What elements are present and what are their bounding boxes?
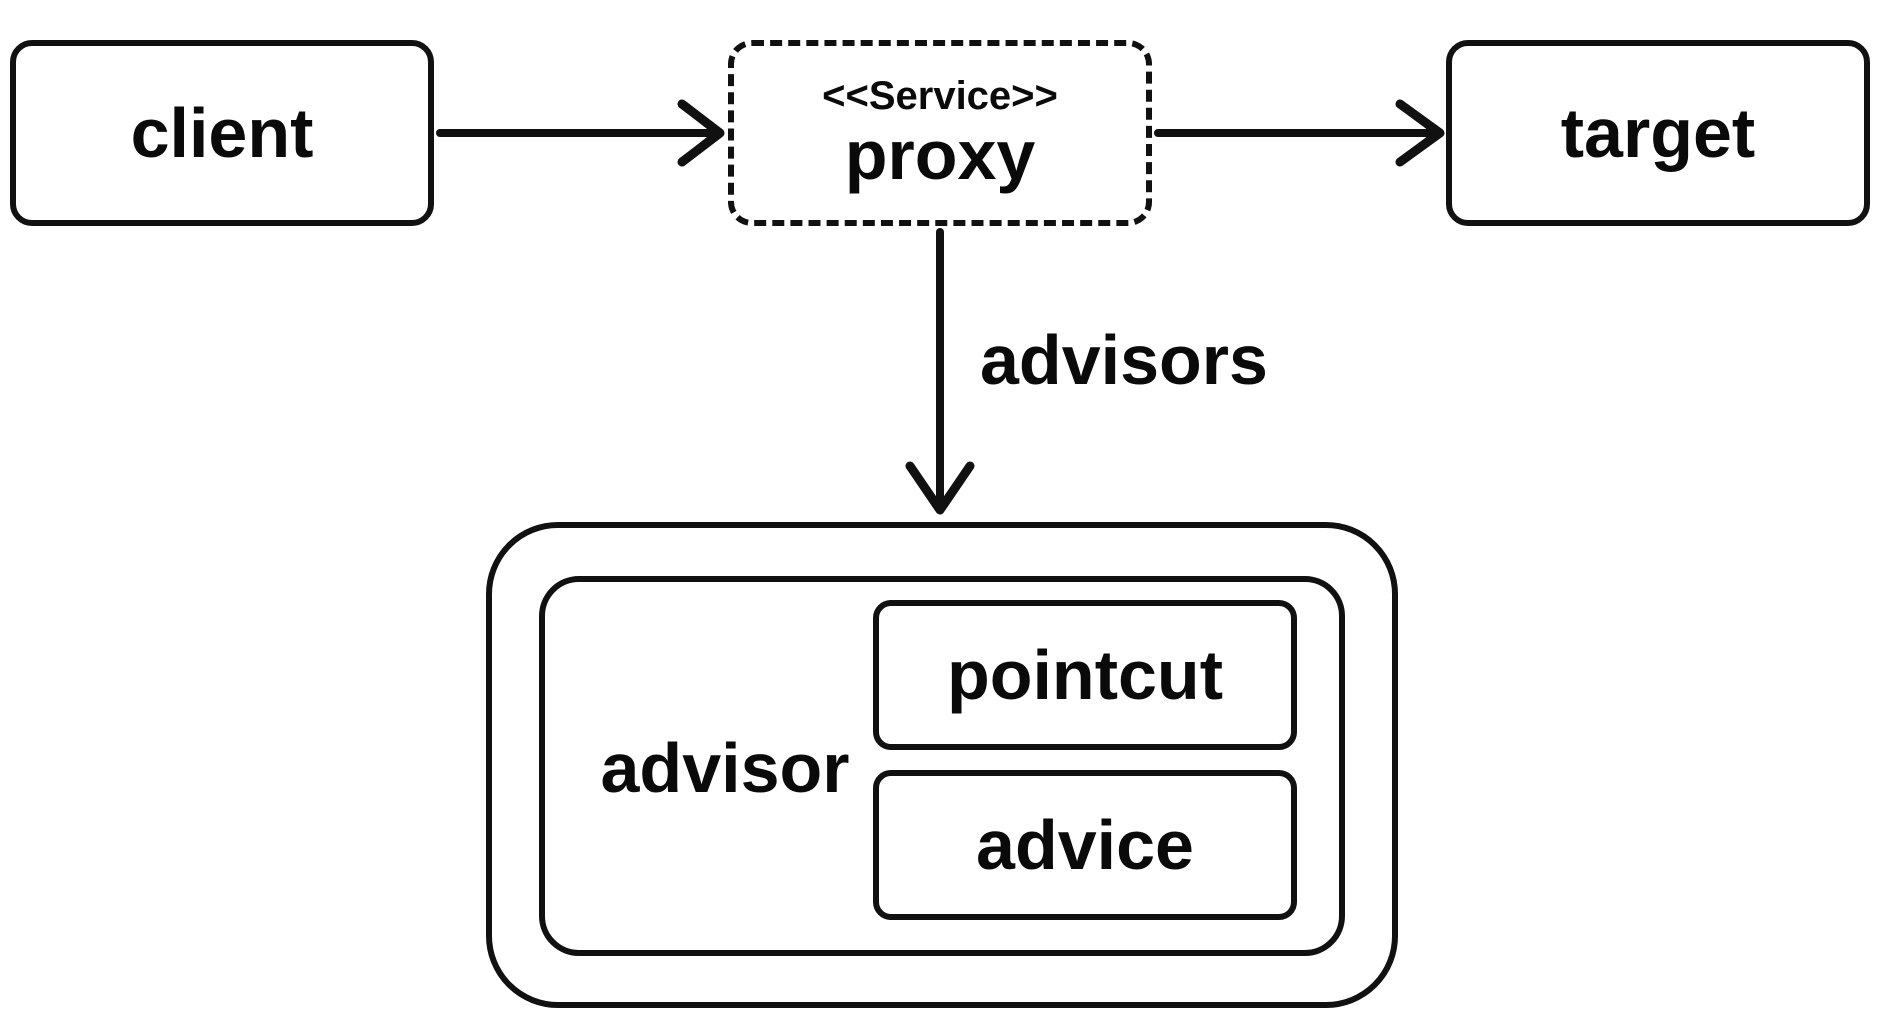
proxy-box: <<Service>> proxy (728, 40, 1152, 226)
target-box: target (1446, 40, 1870, 226)
arrow-client-to-proxy (436, 99, 725, 167)
advisors-edge-label: advisors (980, 321, 1268, 399)
advisor-label: advisor (600, 729, 850, 807)
pointcut-box: pointcut (873, 600, 1297, 750)
advice-box: advice (873, 770, 1297, 920)
pointcut-label: pointcut (946, 636, 1224, 714)
client-box: client (10, 40, 434, 226)
arrow-proxy-to-advisors (905, 228, 975, 515)
advice-label: advice (976, 806, 1194, 884)
arrow-proxy-to-target (1154, 99, 1445, 167)
target-label: target (1560, 94, 1756, 172)
proxy-label: proxy (844, 116, 1036, 194)
proxy-stereotype: <<Service>> (822, 74, 1058, 118)
client-label: client (130, 94, 314, 172)
